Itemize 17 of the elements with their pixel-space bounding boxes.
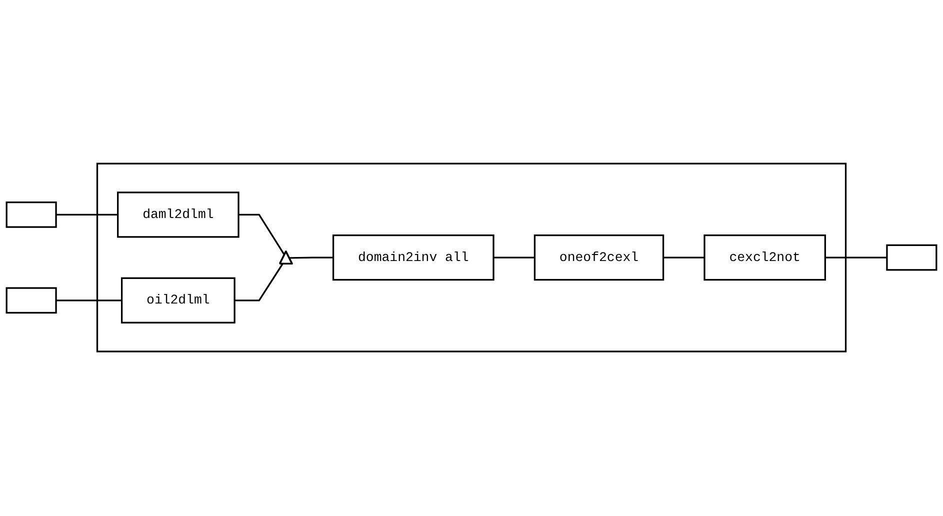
node-box: cexcl2not: [704, 234, 826, 282]
connector: [238, 214, 286, 256]
connector: [56, 214, 118, 216]
node-box: [6, 202, 57, 228]
connector: [56, 300, 122, 302]
node-box: oil2dlml: [120, 278, 236, 324]
connector: [825, 257, 887, 259]
connector: [494, 257, 535, 259]
connector: [663, 257, 704, 259]
connector: [234, 264, 284, 302]
node-box: [6, 288, 57, 314]
cluster: [96, 163, 847, 353]
connector: [289, 257, 334, 260]
node-box: daml2dlml: [117, 192, 240, 238]
node-box: domain2inv all: [332, 234, 494, 282]
node-box: [886, 244, 938, 272]
node-box: oneof2cexl: [534, 234, 664, 282]
